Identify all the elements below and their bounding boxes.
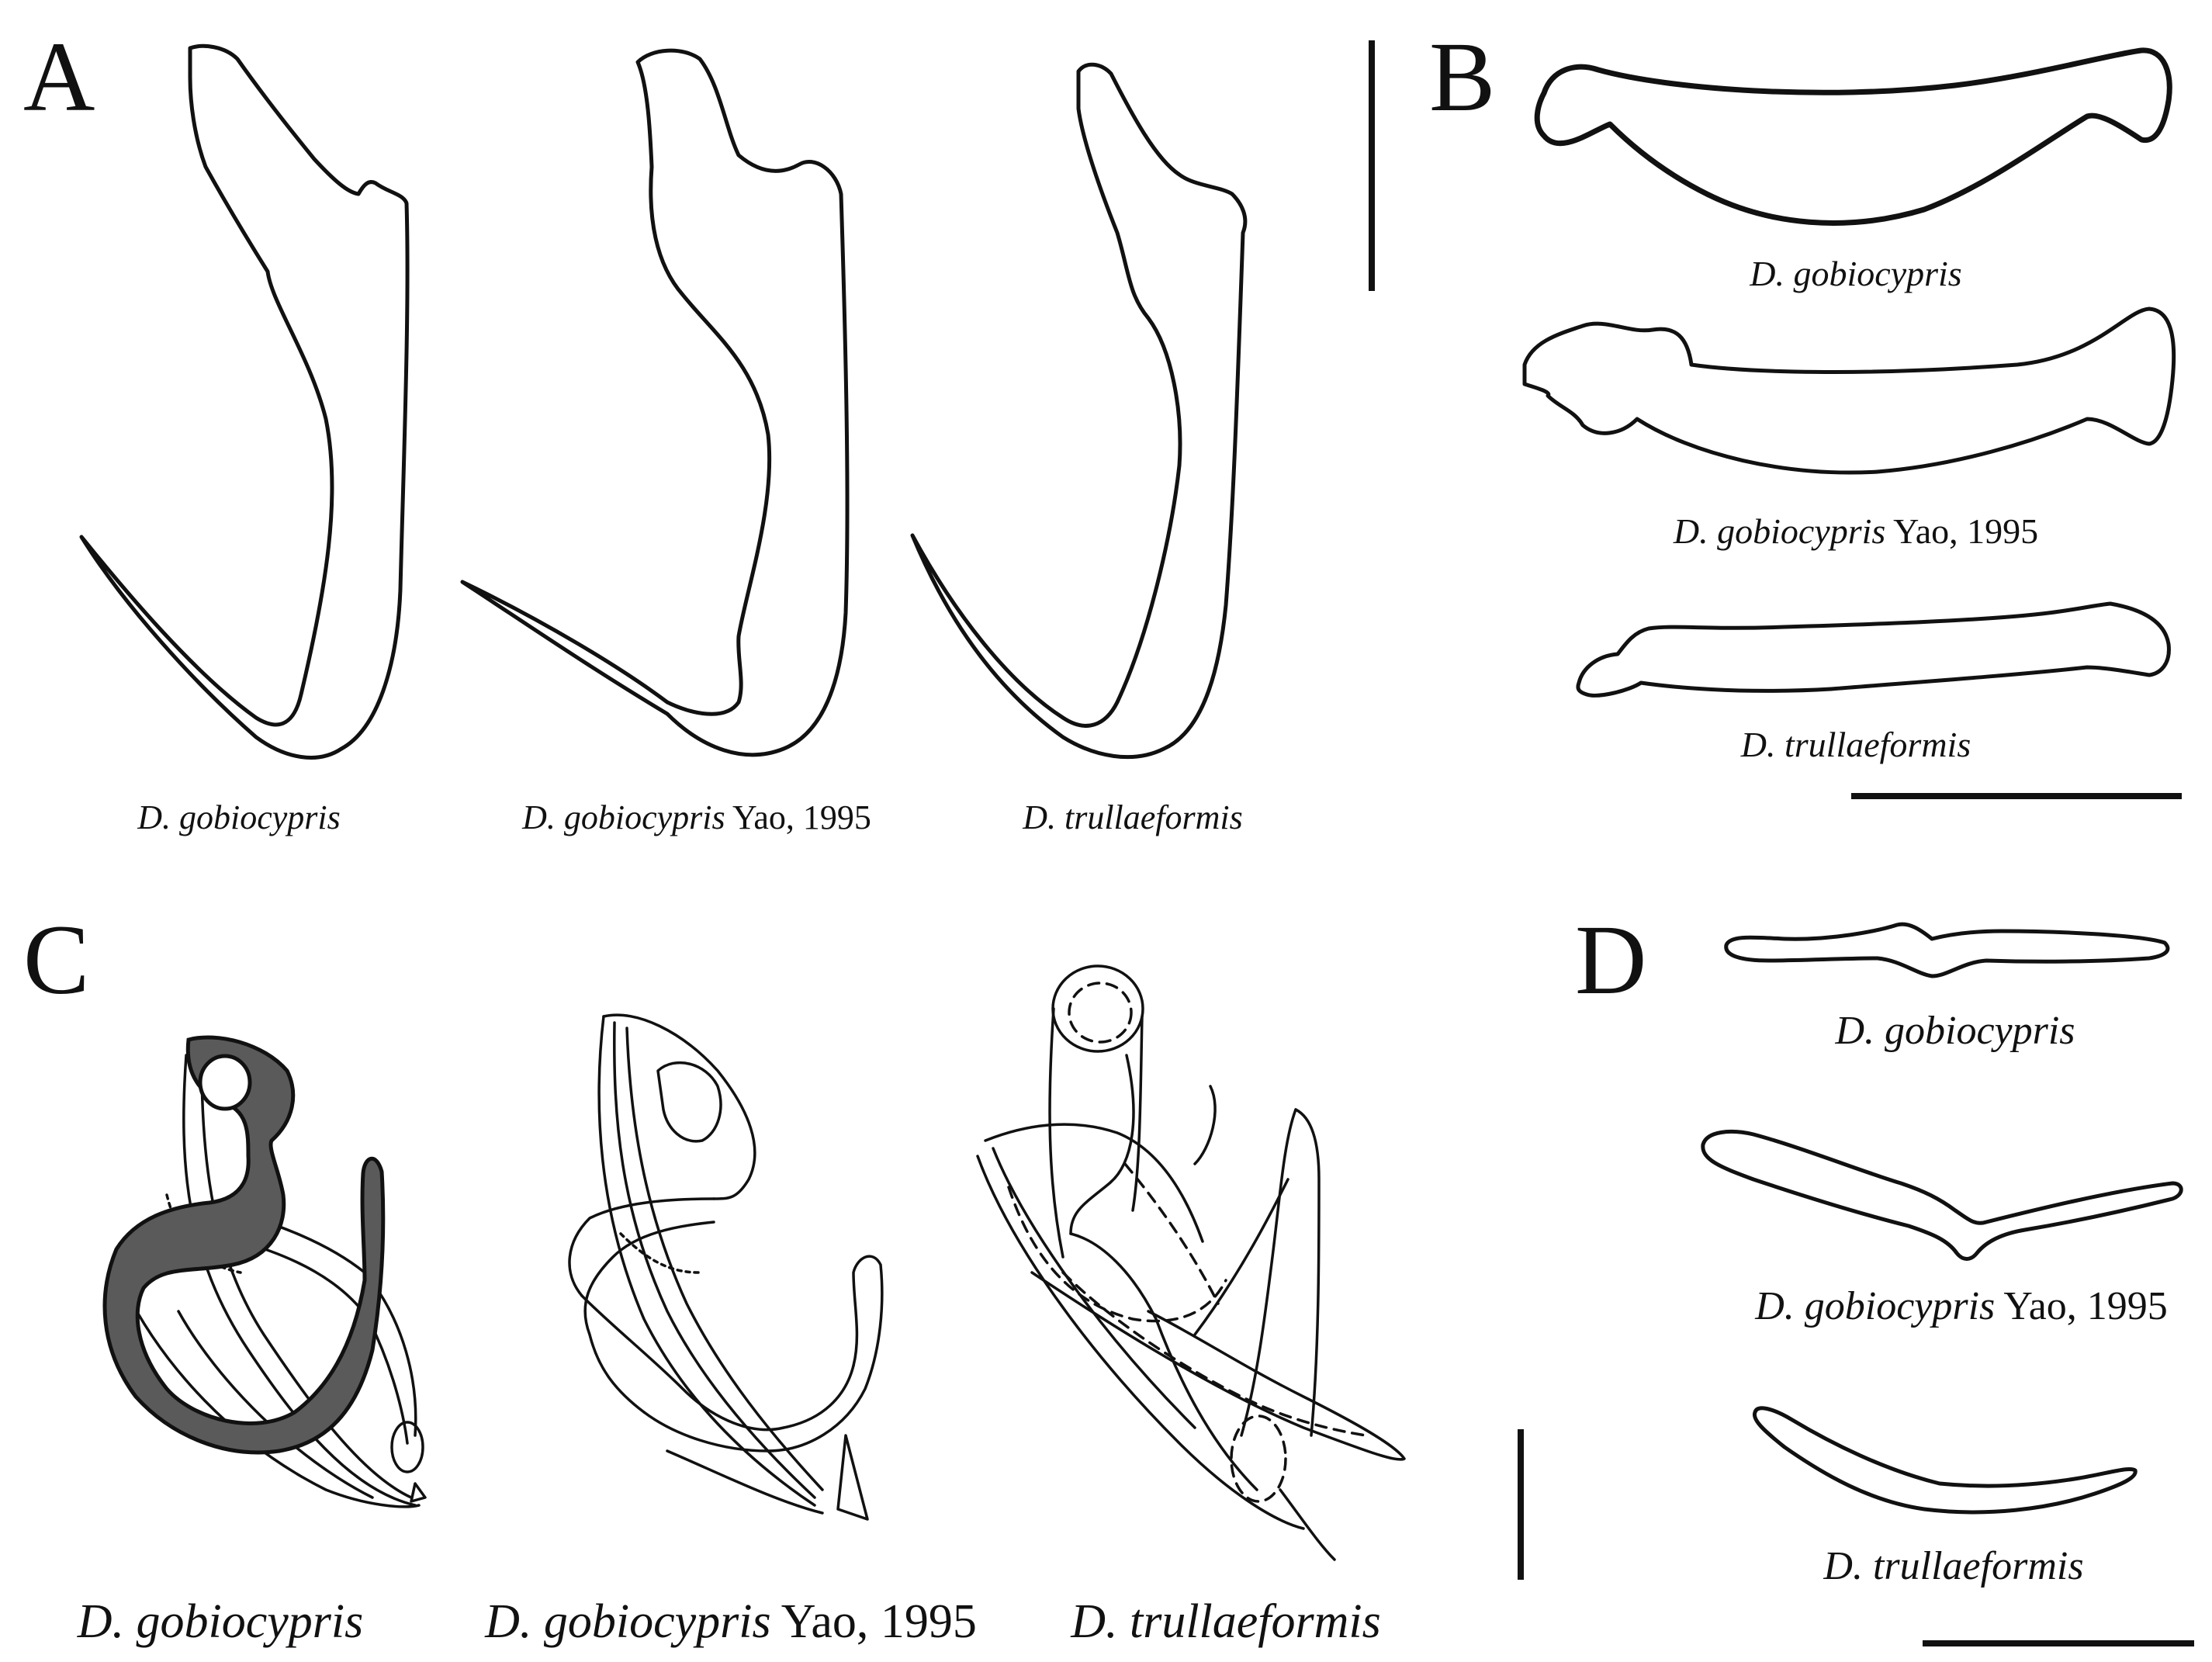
panel-c: C bbox=[23, 905, 1524, 1648]
panel-d: D D. gobiocypris D. gobiocypris Yao, 199… bbox=[1575, 905, 2194, 1646]
sclerite-drawing-d-gobiocypris bbox=[1724, 922, 2170, 978]
panel-b: B D. gobiocypris D. gobiocypris Yao, 199… bbox=[1429, 22, 2182, 799]
copulatory-organ-d-gobiocypris-yao bbox=[568, 1013, 884, 1521]
anchor-drawing-d-trullaeformis bbox=[910, 62, 1248, 760]
bar-drawing-d-gobiocypris bbox=[1534, 47, 2172, 226]
caption-d-3: D. trullaeformis bbox=[1823, 1544, 2083, 1588]
panel-label-a: A bbox=[23, 22, 95, 132]
caption-d-2: D. gobiocypris Yao, 1995 bbox=[1754, 1284, 2168, 1328]
anchor-drawing-d-gobiocypris-yao bbox=[460, 48, 850, 757]
caption-d-1: D. gobiocypris bbox=[1834, 1009, 2075, 1053]
caption-c-3: D. trullaeformis bbox=[1070, 1595, 1381, 1648]
caption-c-1: D. gobiocypris bbox=[77, 1595, 364, 1648]
copulatory-organ-d-trullaeformis bbox=[976, 964, 1406, 1561]
caption-a-3: D. trullaeformis bbox=[1022, 798, 1243, 836]
panel-label-d: D bbox=[1575, 905, 1646, 1015]
caption-b-1: D. gobiocypris bbox=[1749, 254, 1961, 293]
panel-label-b: B bbox=[1429, 22, 1495, 132]
caption-a-2: D. gobiocypris Yao, 1995 bbox=[521, 798, 871, 836]
copulatory-organ-d-gobiocypris bbox=[102, 1035, 427, 1508]
bar-drawing-d-gobiocypris-yao bbox=[1522, 306, 2176, 475]
panel-a: A D. gobiocypris D. gobiocypris Yao, 199… bbox=[23, 22, 1375, 836]
sclerite-drawing-d-trullaeformis bbox=[1752, 1406, 2138, 1515]
anchor-drawing-d-gobiocypris bbox=[79, 43, 410, 760]
sclerite-drawing-d-gobiocypris-yao bbox=[1701, 1129, 2183, 1261]
caption-c-2: D. gobiocypris Yao, 1995 bbox=[484, 1595, 977, 1648]
bar-drawing-d-trullaeformis bbox=[1576, 601, 2171, 698]
caption-a-1: D. gobiocypris bbox=[137, 798, 341, 836]
caption-b-2: D. gobiocypris Yao, 1995 bbox=[1673, 511, 2038, 551]
caption-b-3: D. trullaeformis bbox=[1740, 725, 1971, 764]
panel-label-c: C bbox=[23, 905, 89, 1015]
